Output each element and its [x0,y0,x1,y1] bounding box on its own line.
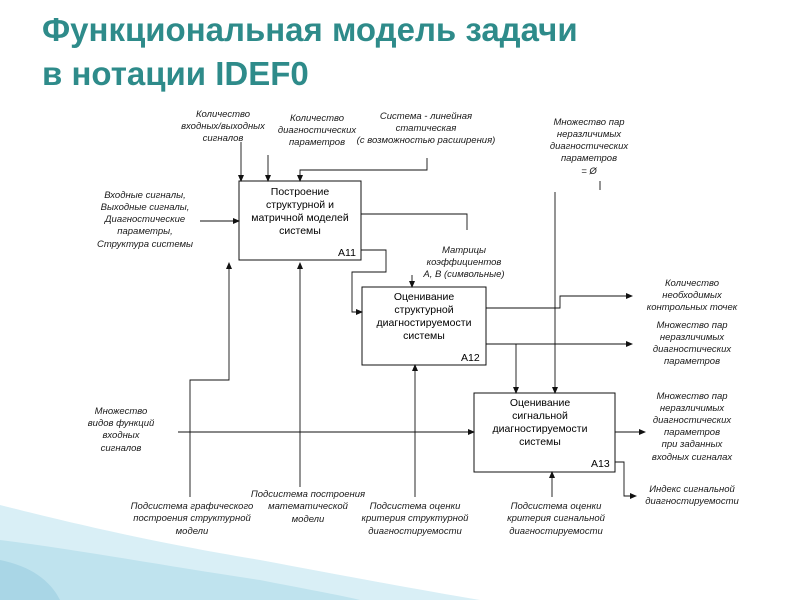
svg-text:Множество пар: Множество пар [656,391,727,402]
svg-text:Построение: Построение [271,186,330,198]
svg-text:Подсистема оценки: Подсистема оценки [370,501,461,512]
svg-text:параметров: параметров [289,137,345,148]
label-functions-set: Множество видов функций входных сигналов [88,406,155,454]
label-count-diag: Количество диагностических параметров [278,113,358,148]
label-matrices: Матрицы коэффициентов A, B (символьные) [422,245,504,280]
svg-text:Множество: Множество [95,406,148,417]
svg-text:диагностируемости: диагностируемости [493,423,588,435]
label-sub-graphic: Подсистема графического построения струк… [131,501,254,537]
svg-text:Индекс сигнальной: Индекс сигнальной [649,484,735,495]
svg-text:системы: системы [279,225,321,237]
svg-text:сигналов: сигналов [101,443,142,454]
label-pairs-signals: Множество пар неразличимых диагностическ… [652,391,734,463]
svg-text:неразличимых: неразличимых [660,332,725,343]
svg-text:Оценивание: Оценивание [394,291,455,303]
svg-text:Количество: Количество [196,109,250,120]
label-count-io: Количество входных/выходных сигналов [181,109,266,144]
svg-text:статическая: статическая [396,123,457,134]
svg-text:Диагностические: Диагностические [104,214,185,225]
svg-text:критерия структурной: критерия структурной [362,513,470,524]
svg-text:неразличимых: неразличимых [557,129,622,140]
svg-text:диагностических: диагностических [550,141,630,152]
svg-text:диагностируемости: диагностируемости [368,526,462,537]
page-title: Функциональная модель задачи в нотации I… [42,8,782,96]
svg-text:видов функций: видов функций [88,418,155,429]
label-sub-signal-eval: Подсистема оценки критерия сигнальной ди… [507,501,606,537]
connectors [178,142,646,499]
svg-text:Входные сигналы,: Входные сигналы, [104,190,185,201]
box-a13[interactable] [473,392,616,473]
title-line-1: Функциональная модель задачи [42,11,578,48]
box-a13-text: Оценивание сигнальной диагностируемости … [493,397,610,470]
label-inputs: Входные сигналы, Выходные сигналы, Диагн… [97,190,193,250]
svg-text:параметров: параметров [664,427,720,438]
svg-text:Система - линейная: Система - линейная [380,111,472,122]
label-signal-index: Индекс сигнальной диагностируемости [645,484,739,507]
svg-text:математической: математической [268,501,348,512]
svg-text:при заданных: при заданных [662,439,724,450]
svg-text:(с возможностью расширения): (с возможностью расширения) [357,135,496,146]
decor-wave-3 [0,560,60,600]
svg-text:модели: модели [176,526,209,537]
label-pairs-out: Множество пар неразличимых диагностическ… [653,320,733,367]
box-a11-text: Построение структурной и матричной модел… [251,186,356,259]
box-a12-text: Оценивание структурной диагностируемости… [377,291,480,364]
svg-text:диагностируемости: диагностируемости [377,317,472,329]
svg-text:диагностируемости: диагностируемости [509,526,603,537]
label-count-control: Количество необходимых контрольных точек [647,278,738,313]
box-a13-id: А13 [591,458,610,470]
svg-text:неразличимых: неразличимых [660,403,725,414]
label-system-linear: Система - линейная статическая (с возмож… [357,111,496,146]
svg-text:структурной и: структурной и [266,199,334,211]
svg-text:диагностических: диагностических [653,344,733,355]
svg-text:= Ø: = Ø [581,166,597,177]
svg-text:структурной: структурной [394,304,453,316]
svg-text:диагностируемости: диагностируемости [645,496,739,507]
svg-text:системы: системы [519,436,561,448]
svg-text:входных/выходных: входных/выходных [181,121,266,132]
svg-text:Структура системы: Структура системы [97,239,193,250]
svg-text:критерия сигнальной: критерия сигнальной [507,513,606,524]
box-a11[interactable] [238,180,362,261]
svg-text:Подсистема графического: Подсистема графического [131,501,254,512]
svg-text:необходимых: необходимых [662,290,723,301]
label-sub-struct-eval: Подсистема оценки критерия структурной д… [362,501,470,537]
svg-text:A, B (символьные): A, B (символьные) [422,269,504,280]
svg-text:сигналов: сигналов [203,133,244,144]
svg-text:Матрицы: Матрицы [442,245,486,256]
svg-text:матричной моделей: матричной моделей [251,212,349,224]
svg-text:параметры,: параметры, [117,226,173,237]
box-a12[interactable] [361,286,487,366]
svg-text:Количество: Количество [290,113,344,124]
label-pairs-empty: Множество пар неразличимых диагностическ… [550,117,630,177]
title-line-2: в нотации IDEF0 [42,55,309,92]
svg-text:Подсистема построения: Подсистема построения [251,489,365,500]
svg-text:Оценивание: Оценивание [510,397,571,409]
decor-wave-2 [0,540,360,600]
svg-text:диагностических: диагностических [653,415,733,426]
svg-text:параметров: параметров [664,356,720,367]
svg-text:Количество: Количество [665,278,719,289]
svg-text:системы: системы [403,330,445,342]
svg-text:сигнальной: сигнальной [512,410,568,422]
label-sub-math: Подсистема построения математической мод… [251,489,365,525]
svg-text:параметров: параметров [561,153,617,164]
svg-text:Выходные сигналы,: Выходные сигналы, [101,202,190,213]
svg-text:Множество пар: Множество пар [656,320,727,331]
svg-text:построения структурной: построения структурной [133,513,251,524]
svg-text:Подсистема оценки: Подсистема оценки [511,501,602,512]
svg-text:коэффициентов: коэффициентов [427,257,502,268]
svg-text:входных сигналах: входных сигналах [652,452,734,463]
svg-text:модели: модели [292,514,325,525]
svg-text:входных: входных [102,430,140,441]
box-a12-id: А12 [461,352,480,364]
box-a11-id: А11 [338,247,356,259]
svg-text:диагностических: диагностических [278,125,358,136]
svg-text:Множество пар: Множество пар [553,117,624,128]
svg-text:контрольных точек: контрольных точек [647,302,738,313]
